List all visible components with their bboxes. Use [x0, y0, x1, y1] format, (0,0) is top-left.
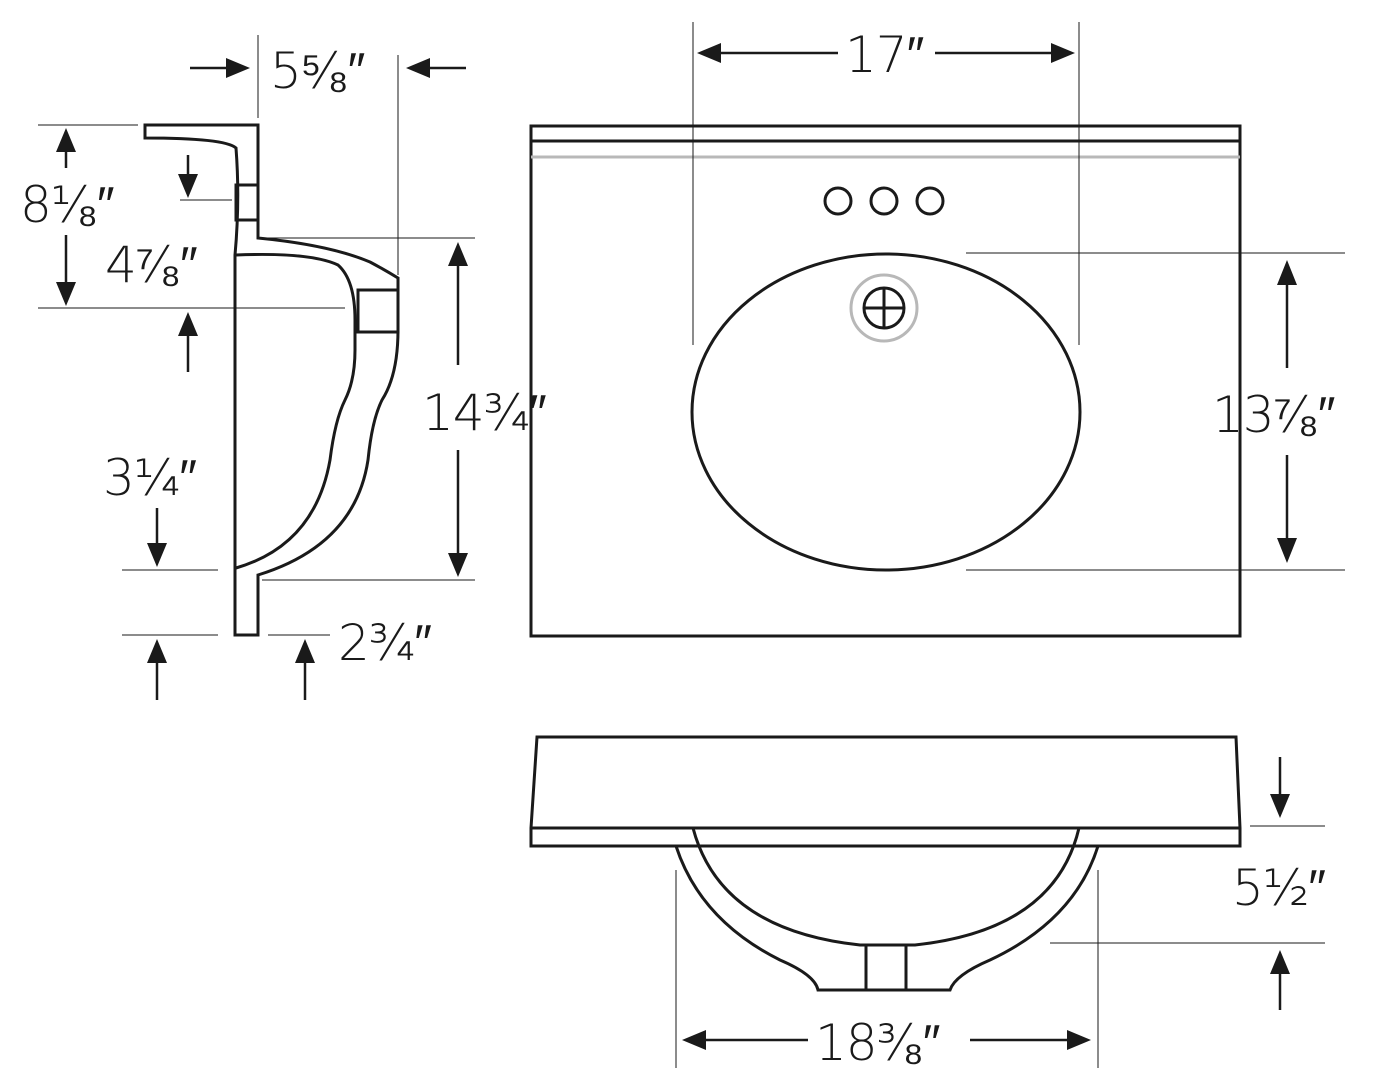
dim-side-total-depth: 14³⁄₄″ — [422, 384, 546, 442]
dim-side-deck-height: 8¹⁄₈″ — [20, 176, 114, 234]
dim-top-bowl-width: 17″ — [845, 26, 924, 84]
dim-side-deck-to-bowl: 4⁷⁄₈″ — [105, 236, 197, 294]
dim-side-bottom-lip: 2³⁄₄″ — [338, 614, 431, 672]
dim-side-drain-height: 3¹⁄₄″ — [103, 449, 196, 507]
faucet-hole-right — [915, 186, 945, 216]
front-view: 18³⁄₈″ 5¹⁄₂″ — [529, 735, 1326, 1072]
faucet-hole-left — [823, 186, 853, 216]
front-bowl-outer — [674, 845, 1100, 992]
side-faucet-stub — [234, 183, 260, 222]
dim-front-bowl-width: 18³⁄₈″ — [815, 1014, 940, 1072]
faucet-hole-center — [869, 186, 899, 216]
front-countertop-outline — [529, 735, 1242, 848]
side-bowl-inner — [235, 252, 357, 570]
dim-front-bowl-depth: 5¹⁄₂″ — [1232, 859, 1325, 917]
dim-top-bowl-depth: 13⁷⁄₈″ — [1212, 386, 1335, 444]
dim-side-top-width: 5⁵⁄₈″ — [270, 42, 365, 100]
side-profile-outline — [143, 123, 400, 637]
top-view: 17″ 13⁷⁄₈″ — [529, 22, 1345, 638]
top-countertop-outline — [529, 124, 1242, 638]
side-drain-block — [356, 288, 400, 334]
front-drain-block — [864, 943, 908, 992]
top-bowl-outline — [690, 252, 1082, 572]
top-drain-ring — [849, 273, 919, 343]
side-view: 5⁵⁄₈″ 8¹⁄₈″ 4⁷⁄₈″ 14³⁄₄″ 3¹⁄₄″ 2³⁄₄″ — [20, 35, 547, 700]
